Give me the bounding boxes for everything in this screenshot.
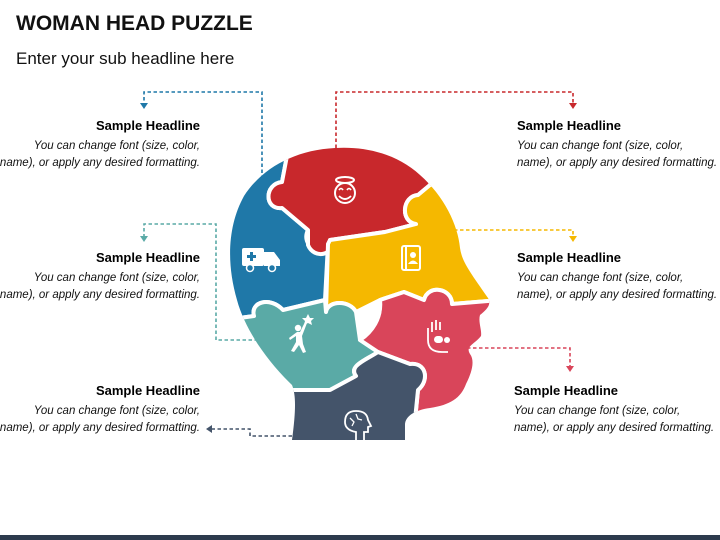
page-subtitle: Enter your sub headline here: [16, 49, 235, 68]
text-block-right-2: Sample Headline You can change font (siz…: [517, 250, 720, 304]
text-block-left-1: Sample Headline You can change font (siz…: [0, 118, 200, 172]
text-block-right-3: Sample Headline You can change font (siz…: [514, 383, 719, 437]
item-body: You can change font (size, color, name),…: [517, 272, 718, 301]
item-headline: Sample Headline: [517, 118, 622, 133]
item-body: You can change font (size, color, name),…: [0, 272, 200, 301]
connector-red: [335, 91, 574, 160]
arrow-teal: [140, 236, 148, 242]
item-headline: Sample Headline: [95, 383, 200, 398]
item-headline: Sample Headline: [95, 118, 200, 133]
angel-smiley-icon: [334, 176, 356, 204]
item-body: You can change font (size, color, name),…: [0, 140, 200, 169]
brain-head-icon: [344, 410, 373, 440]
arrow-navy: [206, 425, 212, 433]
item-headline: Sample Headline: [95, 250, 200, 265]
connector-yellow: [448, 229, 574, 238]
connector-teal: [143, 223, 258, 341]
page-title: WOMAN HEAD PUZZLE: [16, 12, 253, 35]
arrow-yellow: [569, 236, 577, 242]
connector-arrows: [140, 103, 577, 433]
person-reaching-star-icon: [289, 314, 314, 353]
connector-navy: [210, 428, 298, 437]
connector-blue: [143, 91, 263, 185]
bottom-accent-bar: [0, 535, 720, 540]
contact-book-icon: [401, 245, 421, 271]
text-block-left-2: Sample Headline You can change font (siz…: [0, 250, 200, 304]
arrow-red: [569, 103, 577, 109]
arrow-blue: [140, 103, 148, 109]
item-headline: Sample Headline: [517, 250, 622, 265]
hand-pills-icon: [427, 320, 450, 353]
ambulance-icon: [242, 248, 280, 273]
text-block-right-1: Sample Headline You can change font (siz…: [517, 118, 720, 172]
item-body: You can change font (size, color, name),…: [0, 405, 200, 434]
item-headline: Sample Headline: [514, 383, 619, 398]
text-block-left-3: Sample Headline You can change font (siz…: [0, 383, 200, 437]
item-body: You can change font (size, color, name),…: [517, 140, 718, 169]
arrow-pink: [566, 366, 574, 372]
item-body: You can change font (size, color, name),…: [514, 405, 715, 434]
